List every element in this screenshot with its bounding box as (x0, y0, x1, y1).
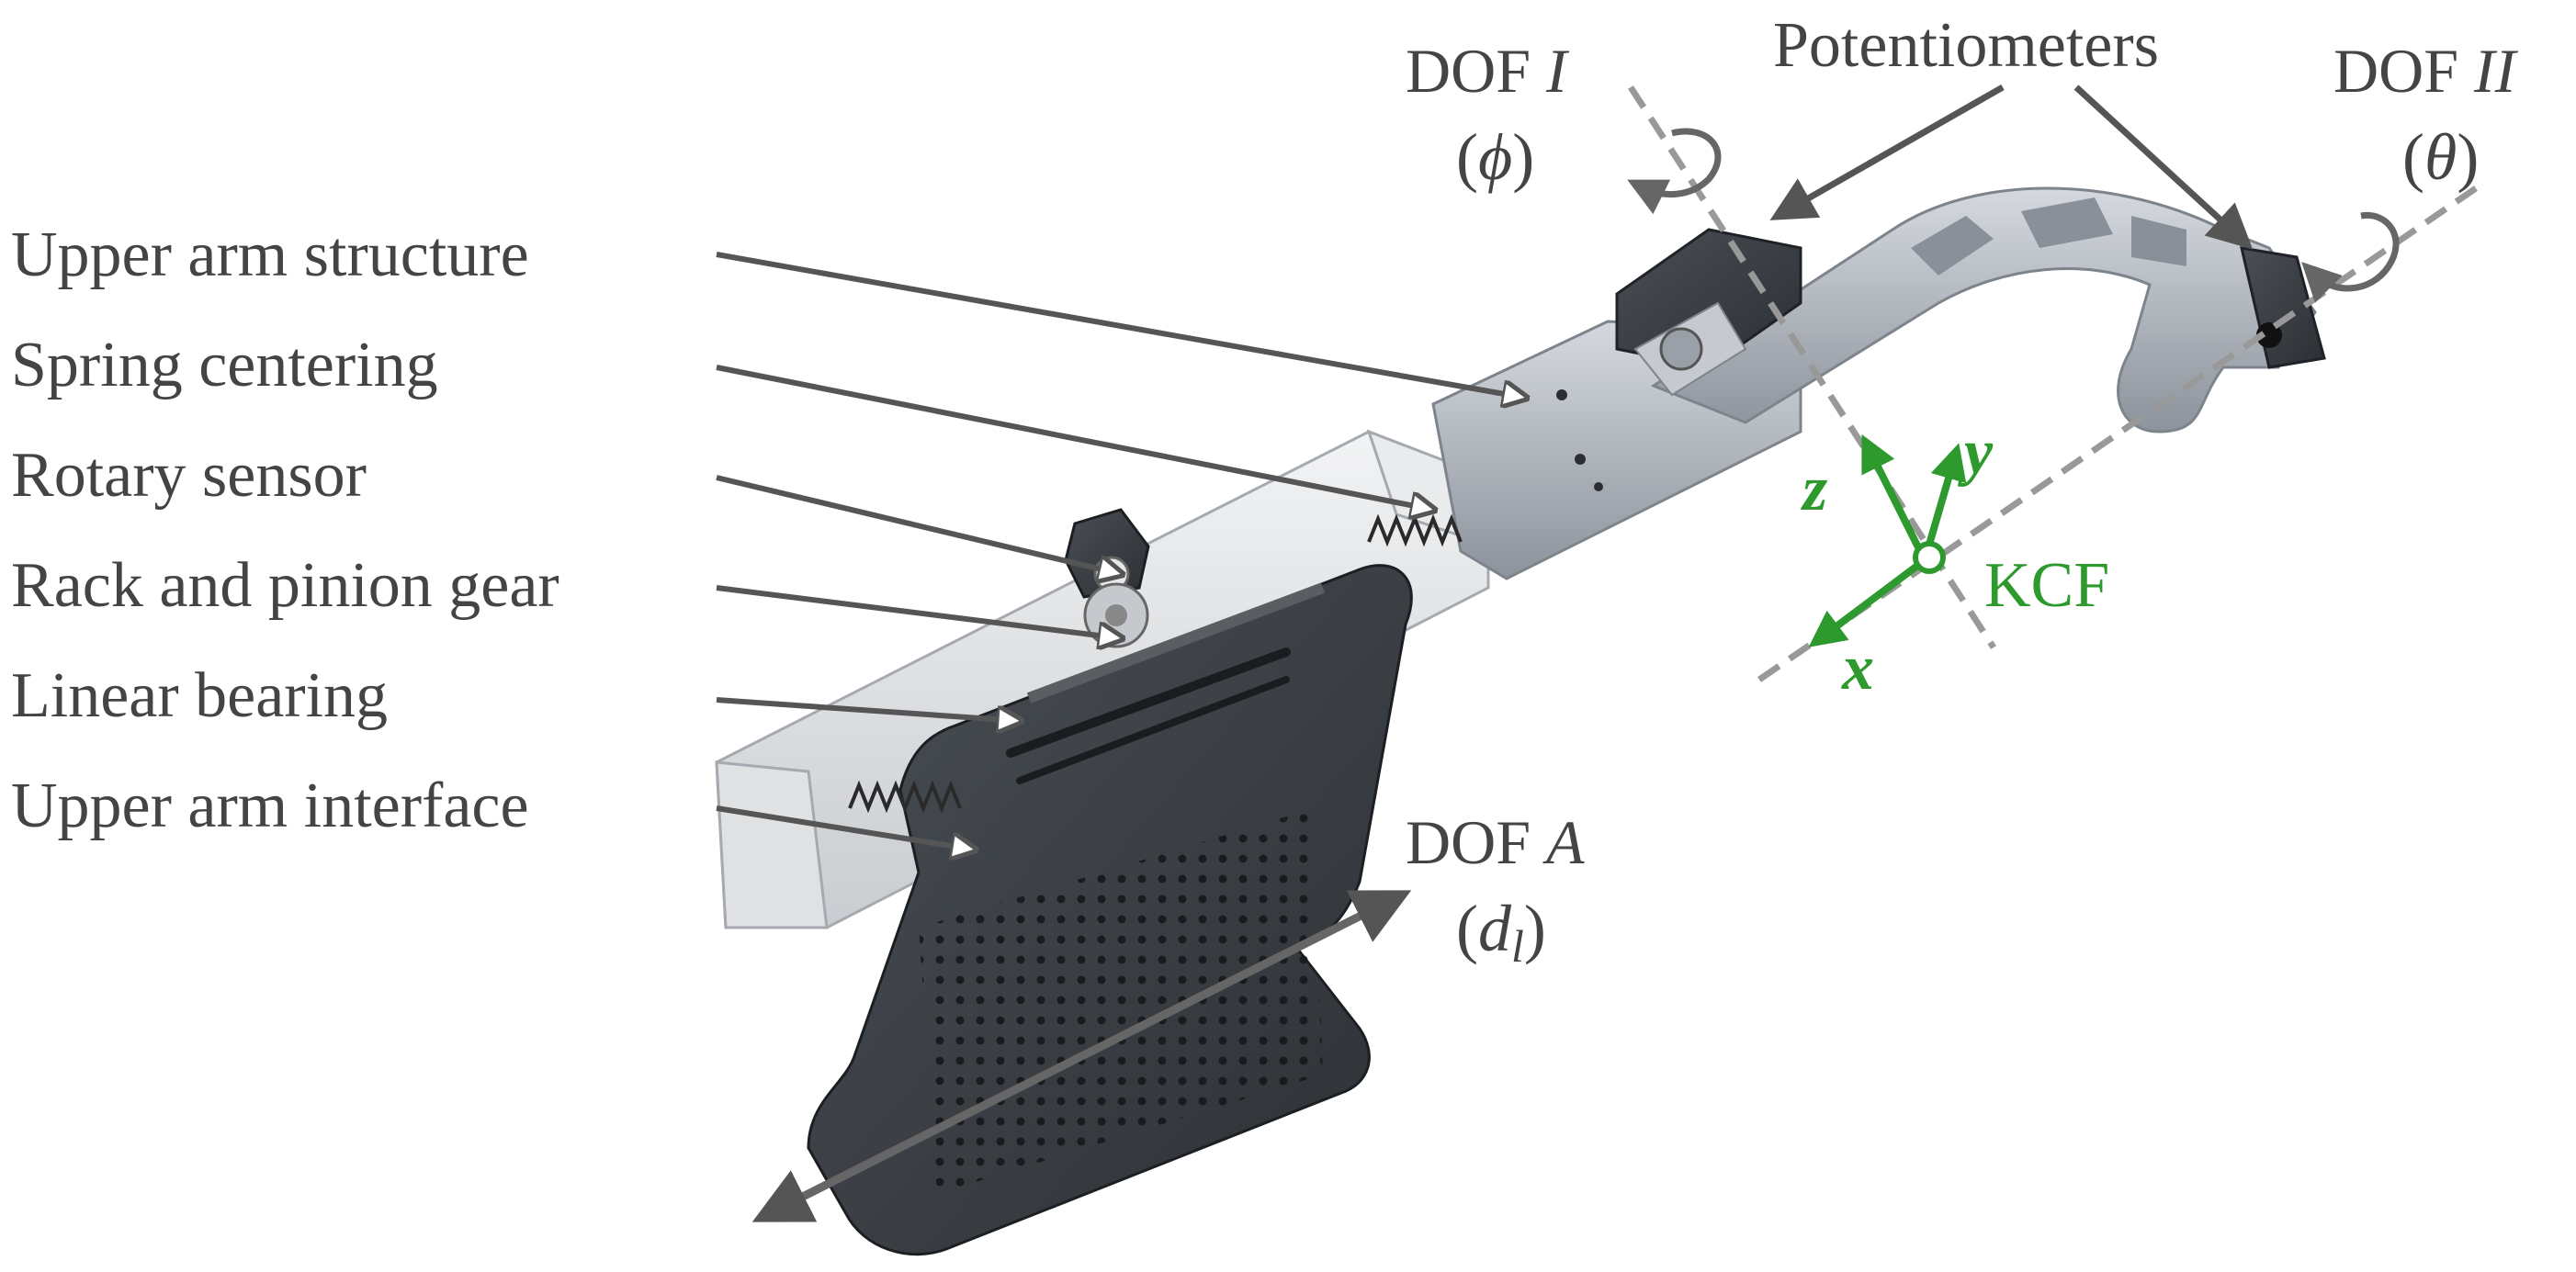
rotation-arrow-dof-1 (1627, 128, 1722, 215)
svg-text:(dl): (dl) (1456, 892, 1546, 972)
label-rotary-sensor: Rotary sensor (11, 440, 367, 511)
device-illustration (715, 186, 2326, 1256)
dof-1-prefix: DOF (1406, 36, 1546, 106)
dof-1-label: DOF I (ϕ) (1406, 36, 1570, 194)
dof-1-close: ) (1512, 120, 1534, 194)
dof-2-close: ) (2457, 120, 2479, 194)
leader-linear-bearing (716, 697, 1020, 721)
dof-2-label: DOF II (θ) (2333, 36, 2519, 194)
dof-2-symbol: θ (2424, 120, 2457, 194)
kcf-frame (1808, 433, 1967, 647)
dof-2-prefix: DOF (2333, 36, 2474, 106)
dof-1-index: I (1545, 36, 1570, 106)
dof-a-symbol: d (1478, 892, 1512, 965)
dof-1-symbol: ϕ (1478, 120, 1512, 194)
dof-a-prefix: DOF (1406, 807, 1546, 877)
kcf-name: KCF (1984, 550, 2109, 621)
kcf-z-label: z (1801, 454, 1827, 524)
svg-text:(ϕ): (ϕ) (1456, 120, 1534, 194)
component-labels: Upper arm structure Spring centering Rot… (11, 10, 2159, 841)
dof-a-index: A (1542, 807, 1585, 877)
dof-2-open: ( (2402, 120, 2424, 194)
kcf-x-label: x (1841, 633, 1874, 704)
svg-text:DOF A: DOF A (1406, 807, 1585, 877)
leader-upper-arm-structure (716, 252, 1525, 398)
rotation-arrow-dof-2 (2301, 211, 2400, 303)
leader-spring-centering (716, 365, 1433, 510)
label-upper-arm-interface: Upper arm interface (11, 771, 529, 841)
kcf-origin (1913, 541, 1946, 574)
svg-text:DOF II: DOF II (2333, 36, 2519, 106)
leader-rotary-sensor (716, 475, 1121, 574)
leader-upper-arm-interface (716, 805, 974, 850)
dof-a-subscript: l (1511, 920, 1524, 972)
dof-a-close: ) (1524, 892, 1546, 965)
leader-rack-pinion (716, 585, 1121, 638)
kcf-z-axis (1861, 433, 1928, 562)
dof-a-open: ( (1456, 892, 1478, 965)
potentiometer-leaders (1769, 84, 2254, 250)
kcf-labels: KCF z y x (1801, 417, 2109, 704)
spring-front (848, 780, 962, 814)
leader-arrows (716, 252, 1525, 850)
kcf-y-label: y (1958, 417, 1994, 488)
dof-a-label: DOF A (dl) (1406, 807, 1585, 972)
label-linear-bearing: Linear bearing (11, 660, 388, 731)
dof-1-open: ( (1456, 120, 1478, 194)
label-rack-pinion: Rack and pinion gear (11, 550, 559, 621)
kcf-x-axis (1808, 557, 1927, 647)
label-upper-arm-structure: Upper arm structure (11, 220, 529, 290)
label-potentiometers: Potentiometers (1773, 10, 2159, 81)
svg-text:DOF I: DOF I (1406, 36, 1570, 106)
dof-2-index: II (2473, 36, 2519, 106)
translation-arrow-dof-a (751, 890, 1412, 1222)
svg-text:(θ): (θ) (2402, 120, 2479, 194)
label-spring-centering: Spring centering (11, 330, 438, 400)
gear-rack (1026, 582, 1326, 704)
